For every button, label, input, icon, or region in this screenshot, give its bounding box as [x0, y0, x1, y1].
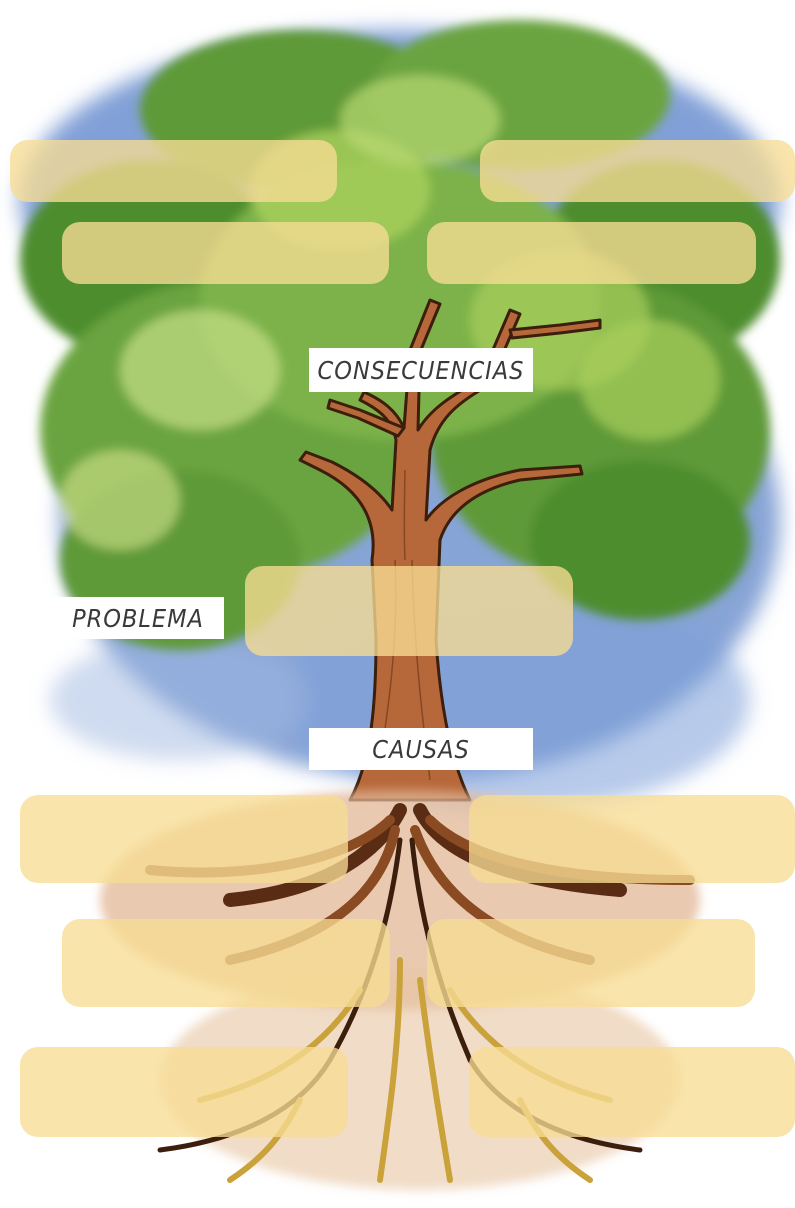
- cause-box-4[interactable]: [427, 919, 755, 1007]
- cause-box-2[interactable]: [469, 795, 795, 883]
- consequence-box-2[interactable]: [480, 140, 795, 202]
- causas-label: CAUSAS: [309, 728, 533, 770]
- consequence-box-1[interactable]: [10, 140, 337, 202]
- problem-box[interactable]: [245, 566, 573, 656]
- cause-box-3[interactable]: [62, 919, 390, 1007]
- tree-trunk: [298, 298, 602, 802]
- consecuencias-label: CONSECUENCIAS: [309, 348, 533, 392]
- cause-box-6[interactable]: [469, 1047, 795, 1137]
- cause-box-1[interactable]: [20, 795, 348, 883]
- consequence-box-4[interactable]: [427, 222, 756, 284]
- cause-box-5[interactable]: [20, 1047, 348, 1137]
- consequence-box-3[interactable]: [62, 222, 389, 284]
- problema-label: PROBLEMA: [52, 597, 224, 639]
